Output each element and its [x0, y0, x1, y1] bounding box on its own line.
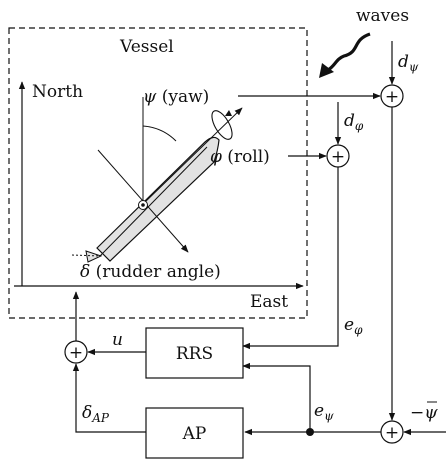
center-dot: [141, 203, 145, 207]
d-psi-label: dψ: [398, 52, 419, 74]
yaw-text: (yaw): [156, 87, 209, 107]
sum-symbol-ref: +: [385, 423, 399, 443]
roll-ellipse: [211, 110, 233, 140]
e-psi-label: eψ: [314, 401, 334, 423]
rudder-label: δ (rudder angle): [80, 262, 221, 282]
ap-block: [145, 407, 244, 459]
d-phi-label: dφ: [344, 111, 364, 133]
e-psi-branch-line: [242, 362, 311, 432]
roll-label: φ (roll): [210, 147, 270, 167]
north-label: North: [32, 82, 83, 102]
east-label: East: [250, 292, 288, 312]
sum-symbol-yaw: +: [385, 87, 399, 107]
sum-symbol-rudder: +: [69, 343, 83, 363]
vessel-box: [8, 27, 308, 319]
u-label: u: [112, 330, 123, 350]
ap-label: AP: [182, 424, 207, 444]
rrs-label: RRS: [176, 344, 213, 364]
waves-arrow: [327, 32, 371, 72]
waves-arrow-head: [319, 63, 334, 78]
e-phi-line: [242, 167, 339, 350]
yaw-arc: [142, 125, 177, 142]
delta-ap-line: [72, 363, 146, 433]
ship-hull: [71, 136, 220, 263]
rudder-symbol: δ: [80, 262, 90, 282]
vessel-label: Vessel: [119, 37, 174, 57]
roll-axis: [142, 107, 243, 205]
roll-ellipse-arrow: [225, 110, 232, 116]
roll-symbol: φ: [210, 147, 222, 167]
rudder-text: (rudder angle): [90, 262, 221, 282]
rrs-block: [145, 327, 244, 379]
yaw-symbol: ψ: [143, 87, 157, 107]
neg-psi-bar-label: −ψ: [410, 403, 438, 423]
yaw-label: ψ (yaw): [143, 87, 209, 107]
e-phi-label: eφ: [344, 315, 363, 337]
sum-symbol-roll: +: [331, 147, 345, 167]
delta-ap-label: δAP: [82, 403, 110, 425]
roll-text: (roll): [222, 147, 270, 167]
waves-label: waves: [356, 6, 409, 26]
rudder-fin: [85, 250, 103, 263]
